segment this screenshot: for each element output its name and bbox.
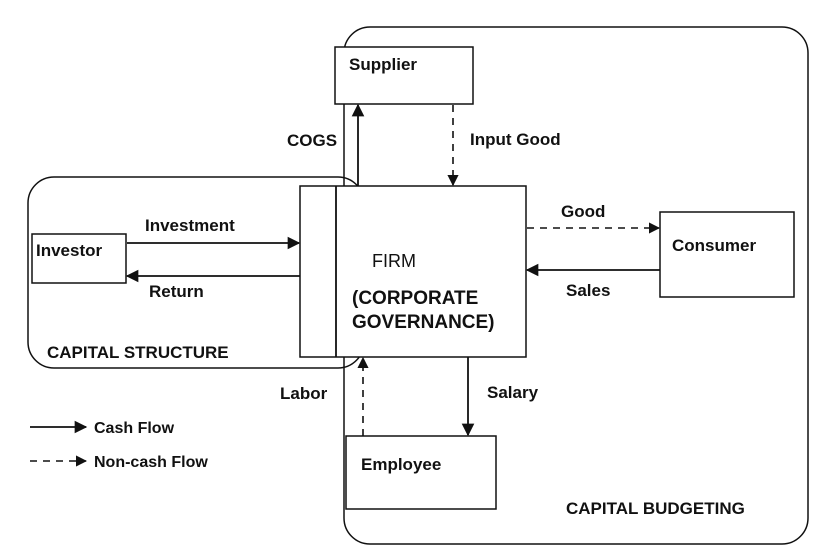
governance-label: GOVERNANCE) bbox=[352, 312, 495, 333]
consumer-box bbox=[659, 211, 795, 298]
consumer-label: Consumer bbox=[672, 236, 756, 255]
cogs-label: COGS bbox=[287, 131, 337, 150]
input-good-label: Input Good bbox=[470, 130, 561, 149]
return-label: Return bbox=[149, 282, 204, 301]
firm-label: FIRM bbox=[372, 251, 416, 271]
labor-label: Labor bbox=[280, 384, 328, 403]
salary-label: Salary bbox=[487, 383, 539, 402]
supplier-label: Supplier bbox=[349, 55, 417, 74]
investor-label: Investor bbox=[36, 241, 103, 260]
legend-cash-flow-label: Cash Flow bbox=[94, 420, 175, 437]
supplier-box bbox=[334, 46, 474, 105]
capital-budgeting-label: CAPITAL BUDGETING bbox=[566, 499, 745, 518]
sales-label: Sales bbox=[566, 281, 610, 300]
investment-label: Investment bbox=[145, 216, 235, 235]
good-label: Good bbox=[561, 202, 605, 221]
employee-label: Employee bbox=[361, 455, 441, 474]
employee-box bbox=[345, 435, 497, 510]
capital-structure-label: CAPITAL STRUCTURE bbox=[47, 343, 229, 362]
legend-non-cash-flow-label: Non-cash Flow bbox=[94, 454, 208, 471]
investor-box bbox=[31, 233, 127, 284]
corporate-label: (CORPORATE bbox=[352, 288, 478, 309]
firm-box bbox=[299, 185, 527, 358]
